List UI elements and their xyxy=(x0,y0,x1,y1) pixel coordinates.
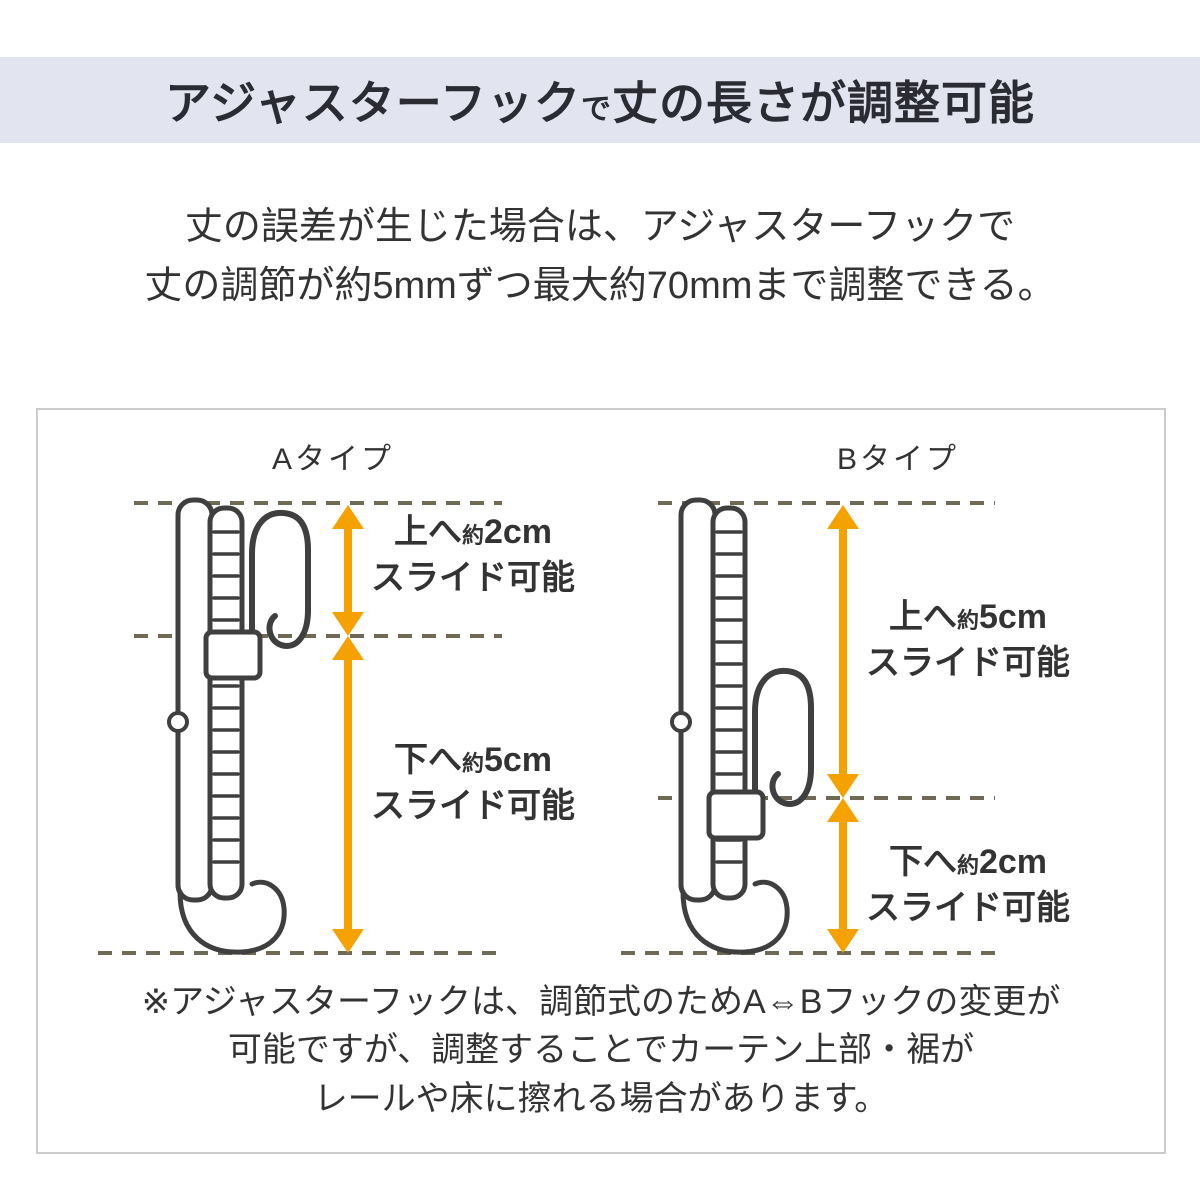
type-a-top-dashed-line xyxy=(134,501,502,505)
type-b-up-range-arrow xyxy=(825,505,861,798)
type-a-up-annotation: 上へ約2cm スライド可能 xyxy=(348,510,598,602)
type-b-up-annotation: 上へ約5cm スライド可能 xyxy=(838,595,1098,687)
title-connector: で xyxy=(581,93,613,126)
type-b-middle-dashed-line xyxy=(658,796,995,800)
approx-text: 約 xyxy=(956,853,979,878)
footnote-line-3: レールや床に擦れる場合があります。 xyxy=(313,1079,889,1118)
arrow-shaft xyxy=(344,648,352,941)
annotation-value-line: 上へ約2cm xyxy=(348,510,598,556)
approx-text: 約 xyxy=(956,608,979,633)
intro-text: 丈の誤差が生じた場合は、アジャスターフックで 丈の調節が約5mmずつ最大約70m… xyxy=(0,198,1200,316)
annotation-value-line: 上へ約5cm xyxy=(838,595,1098,641)
footnote-line-2: 可能ですが、調整することでカーテン上部・裾が xyxy=(227,1031,975,1070)
title-part1: アジャスターフック xyxy=(164,77,582,129)
arrowhead-down-icon xyxy=(827,774,859,798)
hook-b-hole xyxy=(670,711,692,733)
annotation-slide-line: スライド可能 xyxy=(371,558,575,597)
hook-a-tape xyxy=(175,497,215,903)
annotation-slide-line: スライド可能 xyxy=(866,643,1070,682)
approx-text: 約 xyxy=(461,751,484,776)
arrow-shaft xyxy=(839,517,847,786)
arrowhead-down-icon xyxy=(332,612,364,636)
value-text: 2cm xyxy=(978,843,1048,881)
arrowhead-down-icon xyxy=(332,929,364,953)
type-b-top-dashed-line xyxy=(658,501,995,505)
type-a-bottom-dashed-line xyxy=(98,951,502,955)
approx-text: 約 xyxy=(461,523,484,548)
direction-text: 上へ xyxy=(393,513,462,551)
direction-text: 上へ xyxy=(888,598,957,636)
arrow-shaft xyxy=(344,517,352,624)
annotation-slide-line: スライド可能 xyxy=(866,888,1070,927)
value-text: 5cm xyxy=(978,598,1048,636)
hook-a-bottom-curve xyxy=(177,879,287,955)
annotation-value-line: 下へ約5cm xyxy=(348,738,598,784)
hook-b-hook-curve xyxy=(752,667,814,825)
type-b-label: Bタイプ xyxy=(836,443,959,476)
hook-a-hook-curve xyxy=(249,509,311,667)
hook-a-rail xyxy=(207,505,245,901)
footnote-line-1: ※アジャスターフックは、調節式のためA⇔Bフックの変更が xyxy=(141,983,1061,1021)
type-b-bottom-dashed-line xyxy=(621,951,995,955)
hook-b-bottom-curve xyxy=(680,879,790,955)
type-b-down-range-arrow xyxy=(825,798,861,953)
arrowhead-down-icon xyxy=(827,929,859,953)
direction-text: 下へ xyxy=(888,843,957,881)
diagram-box: Aタイプ Bタイプ xyxy=(36,408,1166,1154)
annotation-slide-line: スライド可能 xyxy=(371,786,575,825)
type-a-down-range-arrow xyxy=(330,636,366,953)
adjuster-hook-type-b-illustration xyxy=(670,497,814,955)
value-text: 2cm xyxy=(483,513,553,551)
type-a-up-range-arrow xyxy=(330,505,366,636)
intro-line-2: 丈の調節が約5mmずつ最大約70mmまで調整できる。 xyxy=(144,264,1056,307)
hook-a-slider xyxy=(203,629,263,681)
title-part2: 丈の長さが調整可能 xyxy=(612,77,1036,129)
hook-b-tape xyxy=(678,497,718,903)
header-banner: アジャスターフックで丈の長さが調整可能 xyxy=(0,57,1200,143)
type-a-middle-dashed-line xyxy=(134,634,502,638)
type-b-down-annotation: 下へ約2cm スライド可能 xyxy=(838,840,1098,932)
value-text: 5cm xyxy=(483,741,553,779)
page-title: アジャスターフックで丈の長さが調整可能 xyxy=(165,67,1035,133)
hook-b-slider xyxy=(706,789,766,841)
hook-a-hole xyxy=(167,711,189,733)
footnote: ※アジャスターフックは、調節式のためA⇔Bフックの変更が 可能ですが、調整するこ… xyxy=(38,978,1164,1123)
type-a-down-annotation: 下へ約5cm スライド可能 xyxy=(348,738,598,830)
type-a-label: Aタイプ xyxy=(271,443,394,476)
annotation-value-line: 下へ約2cm xyxy=(838,840,1098,886)
intro-line-1: 丈の誤差が生じた場合は、アジャスターフックで xyxy=(184,206,1016,248)
arrow-shaft xyxy=(839,810,847,941)
adjuster-hook-type-a-illustration xyxy=(167,497,311,955)
direction-text: 下へ xyxy=(393,741,462,779)
